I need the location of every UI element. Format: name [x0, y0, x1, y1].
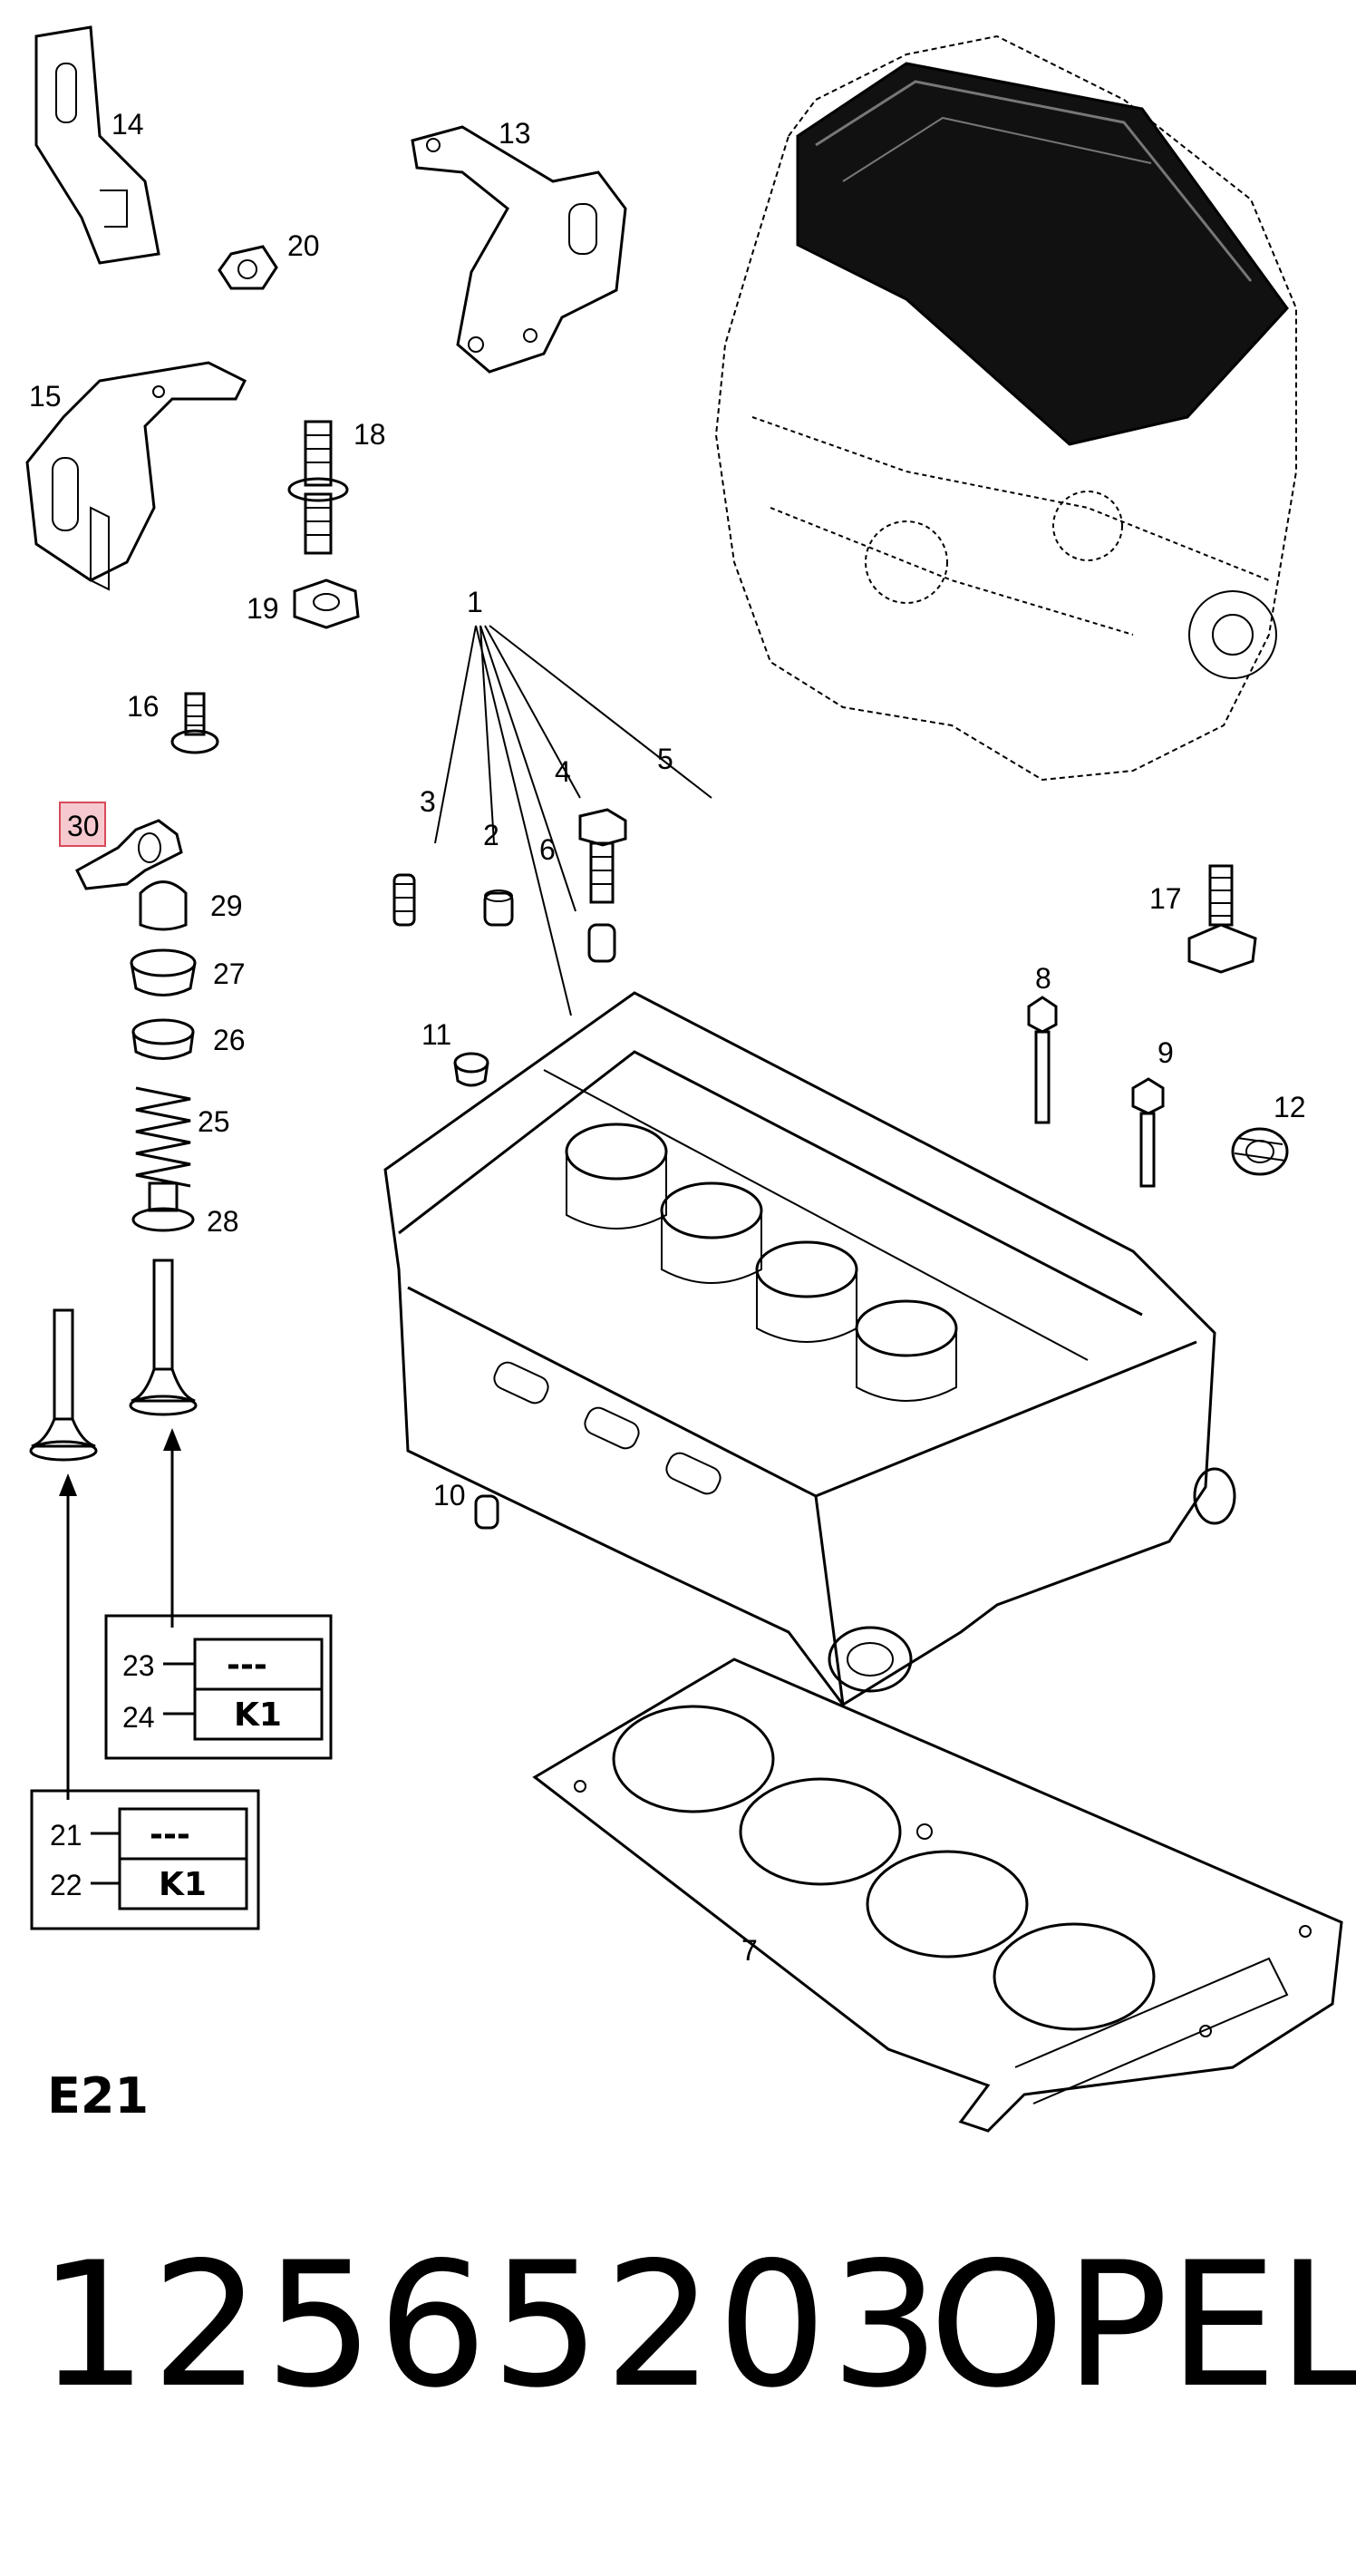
spring-25	[135, 1086, 191, 1188]
callout-label: 25	[198, 1105, 230, 1138]
callout-label: 13	[499, 117, 531, 150]
valve-arrows	[59, 1428, 181, 1791]
nut-20	[218, 245, 278, 290]
seal-27	[130, 948, 197, 996]
dowel-10	[474, 1494, 499, 1530]
valve-exhaust	[29, 1308, 98, 1462]
callout-label: 1	[467, 586, 483, 618]
callout-label: 5	[657, 743, 673, 775]
legend-box-valve-exhaust	[30, 1789, 260, 1930]
legend-ref: 23	[122, 1649, 155, 1682]
plug-12	[1231, 1127, 1289, 1176]
callout-label: 20	[287, 229, 320, 262]
sheet-code: E21	[47, 2067, 149, 2124]
bracket-14	[34, 25, 160, 265]
cylinder-head	[383, 991, 1236, 1706]
legend-code: ---	[227, 1647, 267, 1684]
callout-label: 16	[127, 690, 160, 723]
valve-intake	[129, 1259, 198, 1416]
legend-code: ---	[150, 1816, 190, 1853]
bolt-16	[170, 692, 219, 754]
callout-label: 18	[354, 418, 386, 451]
callout-label: 26	[213, 1024, 246, 1056]
lifter-29	[139, 880, 188, 931]
callout-label: 4	[555, 755, 571, 788]
callout-label: 29	[210, 889, 243, 922]
highlight-box-30	[59, 802, 106, 847]
engine-illustration	[714, 34, 1297, 782]
bolt-17	[1187, 864, 1257, 974]
plug-11	[453, 1052, 489, 1087]
stud-18	[287, 420, 349, 555]
nut-19	[293, 578, 360, 629]
legend-code: K1	[159, 1866, 207, 1903]
callout-label: 12	[1274, 1091, 1306, 1123]
callout-label: 3	[420, 785, 436, 818]
callout-label: 2	[483, 819, 499, 851]
bolt-9	[1131, 1077, 1165, 1188]
callout-label: 17	[1149, 882, 1182, 915]
callout-label: 8	[1035, 962, 1051, 995]
callout-label: 7	[741, 1934, 758, 1967]
callout-label: 27	[213, 957, 246, 990]
callout-label: 10	[433, 1479, 466, 1512]
legend-ref: 24	[122, 1701, 155, 1734]
callout-label: 6	[539, 833, 556, 866]
legend-box-valve-intake	[104, 1614, 333, 1760]
callout-1-leaders	[434, 625, 712, 1016]
callout-label-highlighted: 30	[67, 810, 100, 842]
callout-label: 19	[247, 592, 279, 625]
bracket-13	[411, 125, 627, 374]
callout-label: 15	[29, 380, 62, 413]
callout-label: 14	[111, 108, 144, 141]
bracket-15	[25, 361, 247, 591]
head-gasket-7	[532, 1657, 1343, 2133]
legend-ref: 22	[50, 1869, 82, 1901]
legend-ref: 21	[50, 1819, 82, 1852]
legend-code: K1	[234, 1696, 282, 1734]
plug-2	[483, 889, 514, 927]
brand-name: OPEL	[929, 2225, 1356, 2425]
seat-28	[131, 1181, 195, 1232]
callout-label: 28	[207, 1205, 239, 1238]
retainer-26	[131, 1018, 195, 1060]
callout-label: 11	[421, 1018, 451, 1051]
bolt-4	[578, 808, 627, 904]
dowel-3	[392, 873, 416, 927]
sleeve-6	[587, 923, 616, 963]
bolt-8	[1027, 996, 1058, 1124]
part-number: 12565203	[38, 2225, 944, 2425]
callout-label: 9	[1157, 1036, 1174, 1069]
rocker-arm-30	[75, 819, 183, 890]
